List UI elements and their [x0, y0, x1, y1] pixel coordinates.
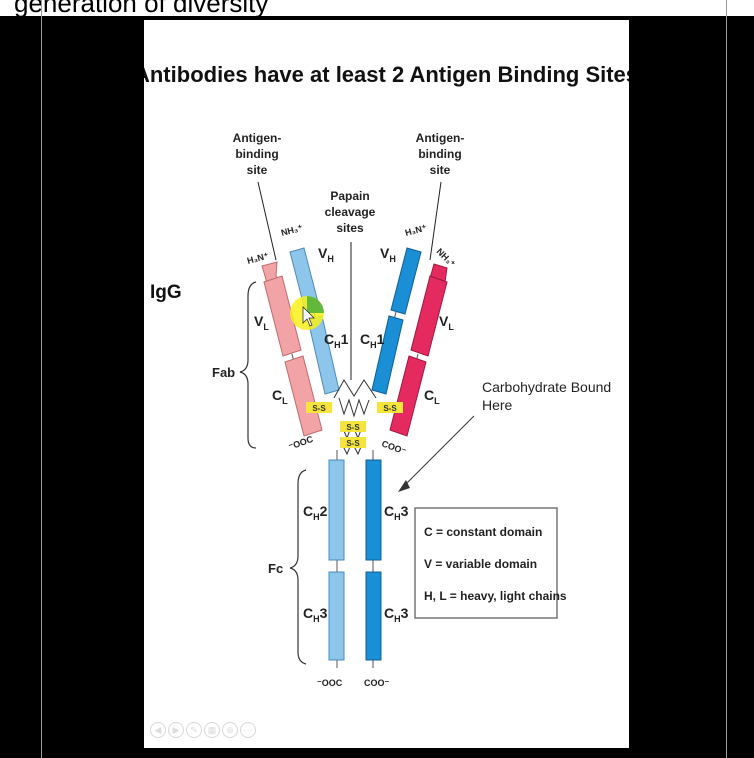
- top-caption-strip: generation of diversity: [0, 0, 754, 16]
- slide: Antibodies have at least 2 Antigen Bindi…: [144, 20, 629, 748]
- right-ch1-domain: [372, 316, 403, 394]
- svg-text:S-S: S-S: [312, 404, 326, 413]
- fc-brace: [290, 470, 306, 664]
- vl-right-label: VL: [439, 313, 454, 332]
- top-caption: generation of diversity: [14, 0, 268, 16]
- nh3-left-label: NH₃⁺: [280, 223, 304, 238]
- fc-right-upper-domain: [366, 460, 381, 560]
- papain-label: Papain cleavage sites: [325, 189, 376, 235]
- zoom-icon[interactable]: ⊕: [222, 722, 238, 738]
- left-cl-domain: [285, 356, 322, 436]
- more-icon[interactable]: ⋯: [240, 722, 256, 738]
- antigen-left-pointer: [258, 182, 276, 260]
- legend-item: C = constant domain: [424, 525, 542, 539]
- coo-fab-right-label: COO⁻: [380, 438, 407, 456]
- antigen-right-line2: binding: [418, 147, 461, 161]
- vh-left-label: VH: [318, 245, 334, 264]
- ch3-fc-right-upper-label: CH3: [384, 503, 409, 522]
- fc-region: [329, 450, 381, 668]
- antigen-left-line1: Antigen-: [233, 131, 282, 145]
- ch2-fc-left-label: CH2: [303, 503, 328, 522]
- slide-controls[interactable]: ◀ ▶ ✎ ▦ ⊕ ⋯: [150, 722, 256, 738]
- vl-left-label: VL: [254, 313, 269, 332]
- antigen-site-right-label: Antigen- binding site: [416, 131, 465, 177]
- antigen-site-left-label: Antigen- binding site: [233, 131, 282, 177]
- legend-item: H, L = heavy, light chains: [424, 589, 567, 603]
- carbohydrate-line2: Here: [482, 397, 513, 413]
- ch1-right-label: CH1: [360, 331, 385, 350]
- fc-label: Fc: [268, 561, 283, 576]
- antigen-right-line1: Antigen-: [416, 131, 465, 145]
- papain-line2: cleavage: [325, 205, 376, 219]
- legend-item: V = variable domain: [424, 557, 537, 571]
- papain-line3: sites: [336, 221, 364, 235]
- h3n-right-label: H₃N⁺: [404, 223, 428, 238]
- vh-right-label: VH: [380, 245, 396, 264]
- papain-line1: Papain: [330, 189, 369, 203]
- antigen-left-line2: binding: [235, 147, 278, 161]
- fab-brace: [240, 282, 256, 448]
- antigen-right-line3: site: [430, 163, 451, 177]
- cl-left-label: CL: [272, 387, 288, 406]
- fc-left-ch2-domain: [329, 460, 344, 560]
- ch3-fc-right-lower-label: CH3: [384, 605, 409, 624]
- prev-slide-icon[interactable]: ◀: [150, 722, 166, 738]
- grid-icon[interactable]: ▦: [204, 722, 220, 738]
- isotype-label: IgG: [150, 282, 182, 303]
- coo-fc-right-label: COO⁻: [364, 678, 390, 688]
- fc-left-ch3-domain: [329, 572, 344, 660]
- ooc-fc-left-label: ⁻OOC: [317, 678, 343, 688]
- right-cl-domain: [390, 356, 426, 436]
- fc-right-lower-domain: [366, 572, 381, 660]
- ooc-fab-left-label: ⁻OOC: [287, 434, 315, 452]
- right-divider: [726, 0, 727, 758]
- h3n-left-label: H₃N⁺: [246, 251, 270, 266]
- left-divider: [41, 0, 42, 758]
- svg-text:S-S: S-S: [346, 439, 360, 448]
- carbohydrate-line1: Carbohydrate Bound: [482, 379, 611, 395]
- antigen-left-line3: site: [247, 163, 268, 177]
- pen-icon[interactable]: ✎: [186, 722, 202, 738]
- antibody-diagram: Antibodies have at least 2 Antigen Bindi…: [144, 20, 629, 748]
- svg-text:S-S: S-S: [383, 404, 397, 413]
- next-slide-icon[interactable]: ▶: [168, 722, 184, 738]
- carbohydrate-arrow: [402, 416, 474, 488]
- cl-right-label: CL: [424, 387, 440, 406]
- fab-label: Fab: [212, 365, 235, 380]
- svg-text:S-S: S-S: [346, 423, 360, 432]
- ch3-fc-left-label: CH3: [303, 605, 328, 624]
- slide-title: Antibodies have at least 2 Antigen Bindi…: [144, 62, 629, 87]
